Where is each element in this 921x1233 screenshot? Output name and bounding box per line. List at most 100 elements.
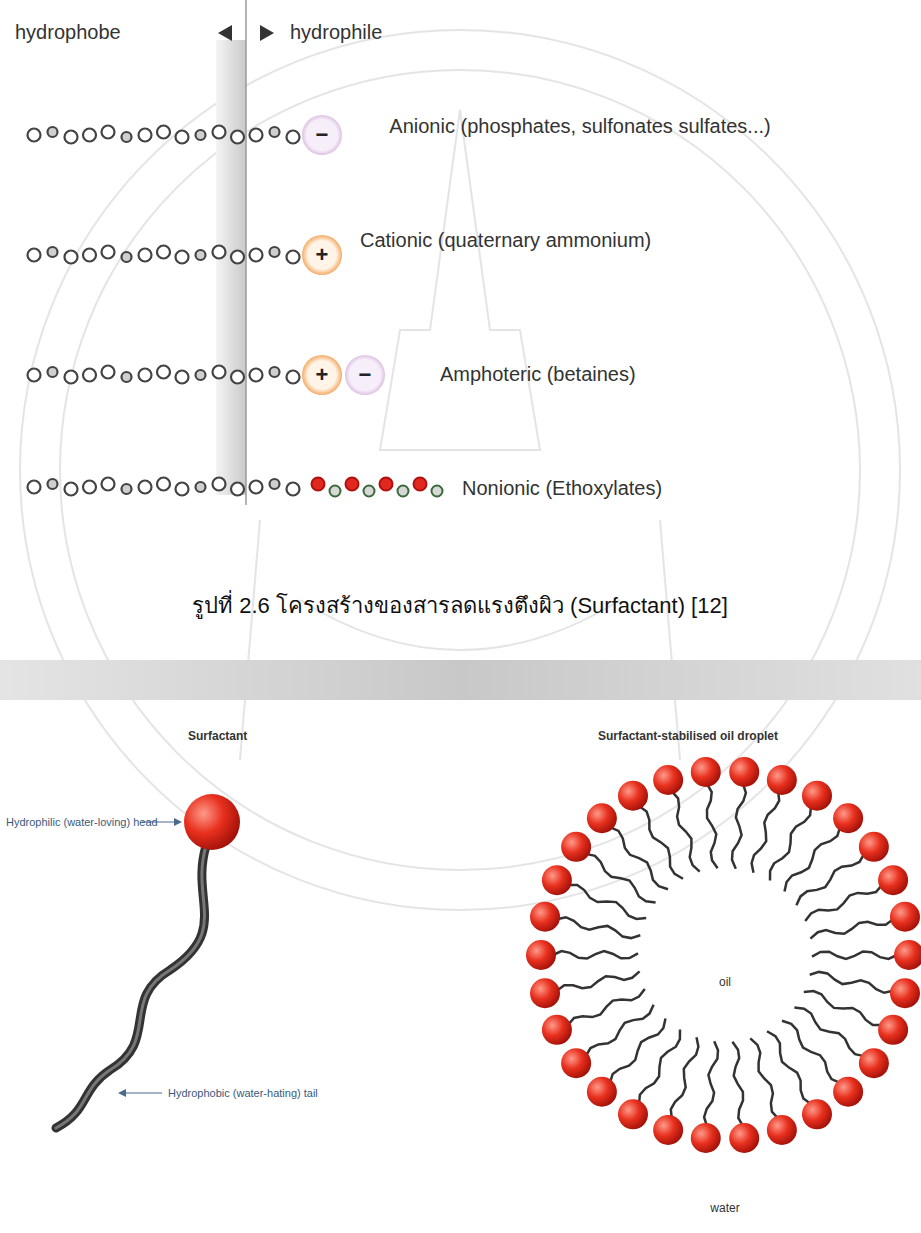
chain-bead: [65, 131, 78, 144]
watermark-seal: [20, 30, 900, 910]
droplet-head: [691, 1123, 721, 1153]
droplet-head: [587, 803, 617, 833]
charge-sign: −: [359, 364, 372, 386]
chain-bead: [28, 249, 41, 262]
chain-bead: [65, 251, 78, 264]
chain-bead: [196, 482, 206, 492]
chain-bead: [48, 479, 58, 489]
chain-bead: [250, 481, 263, 494]
droplet-tail: [557, 917, 641, 938]
charge-sign: −: [316, 124, 329, 146]
droplet-tail: [732, 1042, 743, 1126]
droplet-head: [894, 940, 921, 970]
chain-bead: [287, 251, 300, 264]
callout-label: Hydrophilic (water-loving) head: [6, 815, 158, 831]
region-label: water: [710, 1200, 739, 1217]
droplet-head: [530, 902, 560, 932]
chain-bead: [102, 246, 115, 259]
droplet-tail: [796, 854, 864, 905]
droplet-head: [618, 1099, 648, 1129]
chain-bead: [102, 126, 115, 139]
figure-heading: Surfactant-stabilised oil droplet: [598, 728, 778, 745]
chain-bead: [231, 131, 244, 144]
chain-bead: [122, 372, 132, 382]
droplet-tail: [785, 827, 841, 891]
charge-sign: +: [316, 364, 329, 386]
droplet-head: [802, 781, 832, 811]
chain-bead: [122, 132, 132, 142]
chain-bead: [287, 371, 300, 384]
hydrophilic-head: [184, 794, 240, 850]
chain-bead: [83, 369, 96, 382]
chain-bead: [28, 369, 41, 382]
ethoxylate-bead: [330, 486, 341, 497]
chain-bead: [196, 130, 206, 140]
droplet-tail: [671, 1037, 699, 1118]
charge-circle: −: [345, 355, 385, 395]
droplet-head: [561, 1048, 591, 1078]
droplet-head: [542, 1015, 572, 1045]
droplet-head: [859, 1048, 889, 1078]
ethoxylate-bead: [398, 486, 409, 497]
chain-bead: [139, 129, 152, 142]
droplet-head: [561, 832, 591, 862]
chain-bead: [65, 371, 78, 384]
droplet-tail: [810, 919, 893, 938]
chain-bead: [176, 131, 189, 144]
chain-bead: [157, 126, 170, 139]
ethoxylate-bead: [414, 478, 427, 491]
droplet-tail: [805, 885, 882, 921]
chain-bead: [157, 246, 170, 259]
droplet-tail: [568, 989, 645, 1025]
chain-bead: [250, 129, 263, 142]
chain-bead: [122, 484, 132, 494]
droplet-head: [542, 865, 572, 895]
axis-label: hydrophobe: [15, 18, 121, 47]
chain-bead: [250, 369, 263, 382]
chain-bead: [213, 366, 226, 379]
type-label: Anionic (phosphates, sulfonates sulfates…: [360, 112, 800, 141]
droplet-tail: [812, 952, 897, 960]
axis-label: hydrophile: [290, 18, 382, 47]
droplet-head: [890, 978, 920, 1008]
droplet-tail: [704, 1041, 718, 1126]
type-label: Nonionic (Ethoxylates): [462, 474, 662, 503]
droplet-head: [729, 1123, 759, 1153]
droplet-tail: [752, 791, 780, 872]
ethoxylate-bead: [364, 486, 375, 497]
chain-bead: [139, 369, 152, 382]
chain-bead: [287, 131, 300, 144]
chain-bead: [83, 481, 96, 494]
droplet-head: [890, 902, 920, 932]
chain-bead: [196, 250, 206, 260]
droplet-tail: [610, 1019, 666, 1083]
chain-bead: [102, 366, 115, 379]
hydrophobic-tail: [56, 846, 206, 1128]
chain-bead: [176, 251, 189, 264]
droplet-tail: [610, 827, 668, 889]
type-label: Amphoteric (betaines): [440, 360, 636, 389]
ethoxylate-bead: [312, 478, 325, 491]
chain-bead: [270, 479, 280, 489]
droplet-head: [802, 1099, 832, 1129]
chain-bead: [196, 370, 206, 380]
droplet-head: [526, 940, 556, 970]
droplet-tail: [782, 1021, 840, 1083]
ethoxylate-bead: [346, 478, 359, 491]
chain-bead: [231, 251, 244, 264]
charge-circle: +: [302, 235, 342, 275]
droplet-head: [691, 757, 721, 787]
droplet-head: [767, 765, 797, 795]
region-label: oil: [719, 974, 731, 991]
type-label: Cationic (quaternary ammonium): [360, 226, 651, 255]
droplet-head: [859, 832, 889, 862]
chain-bead: [48, 247, 58, 257]
droplet-head: [833, 1077, 863, 1107]
chain-bead: [213, 478, 226, 491]
droplet-head: [729, 757, 759, 787]
droplet-head: [587, 1077, 617, 1107]
callout-label: Hydrophobic (water-hating) tail: [168, 1086, 318, 1102]
droplet-tail: [586, 1005, 654, 1056]
chain-bead: [176, 371, 189, 384]
chain-bead: [48, 367, 58, 377]
